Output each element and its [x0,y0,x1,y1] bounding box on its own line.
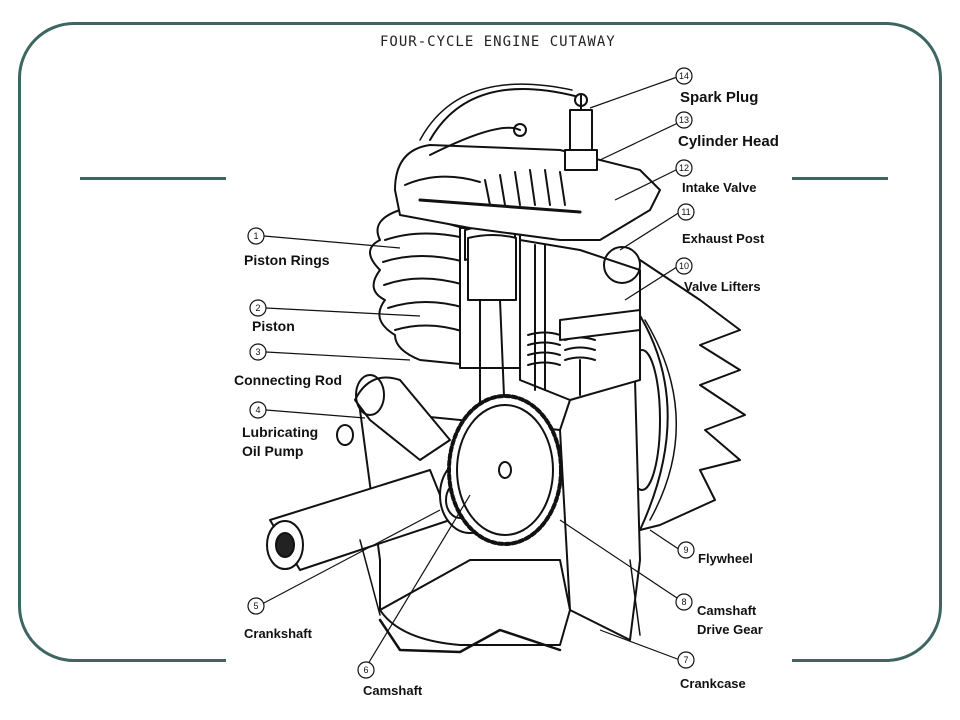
callout-number-10: 10 [679,261,689,271]
label-cylinder-head: Cylinder Head [678,133,779,150]
label-valve-lifters: Valve Lifters [684,279,761,294]
callout-number-9: 9 [683,545,688,555]
flywheel-drawing [623,259,746,531]
label-connecting-rod: Connecting Rod [234,372,343,388]
callout-number-1: 1 [253,231,258,241]
label-flywheel: Flywheel [698,551,753,566]
callout-number-12: 12 [679,163,689,173]
accent-line-left [80,177,226,180]
label-piston: Piston [252,318,295,334]
callout-number-6: 6 [363,665,368,675]
callout-number-8: 8 [681,597,686,607]
label-crankshaft: Crankshaft [244,626,312,641]
valve-train-drawing [519,239,641,401]
label-camshaft-line1: Camshaft [697,603,757,618]
label-spark-plug: Spark Plug [680,89,759,106]
spark-plug-drawing [419,83,598,171]
callout-number-3: 3 [255,347,260,357]
label-camshaft: Camshaft [363,683,423,698]
callout-number-5: 5 [253,601,258,611]
camshaft-gear-drawing [447,394,563,546]
callout-number-2: 2 [255,303,260,313]
accent-line-right [792,177,888,180]
label-crankcase: Crankcase [680,676,746,691]
callout-number-11: 11 [681,207,690,217]
callout-number-14: 14 [679,71,689,81]
diagram-title: FOUR-CYCLE ENGINE CUTAWAY [380,34,616,50]
oil-pump-drawing [336,374,451,461]
label-intake-valve: Intake Valve [682,180,757,195]
label-oil-pump: Oil Pump [242,443,304,459]
callout-number-4: 4 [255,405,260,415]
callout-number-7: 7 [683,655,688,665]
label-drive-gear: Drive Gear [697,622,763,637]
callout-number-13: 13 [679,115,689,125]
label-piston-rings: Piston Rings [244,252,330,268]
label-lubricating: Lubricating [242,424,319,440]
label-exhaust-post: Exhaust Post [682,231,765,246]
